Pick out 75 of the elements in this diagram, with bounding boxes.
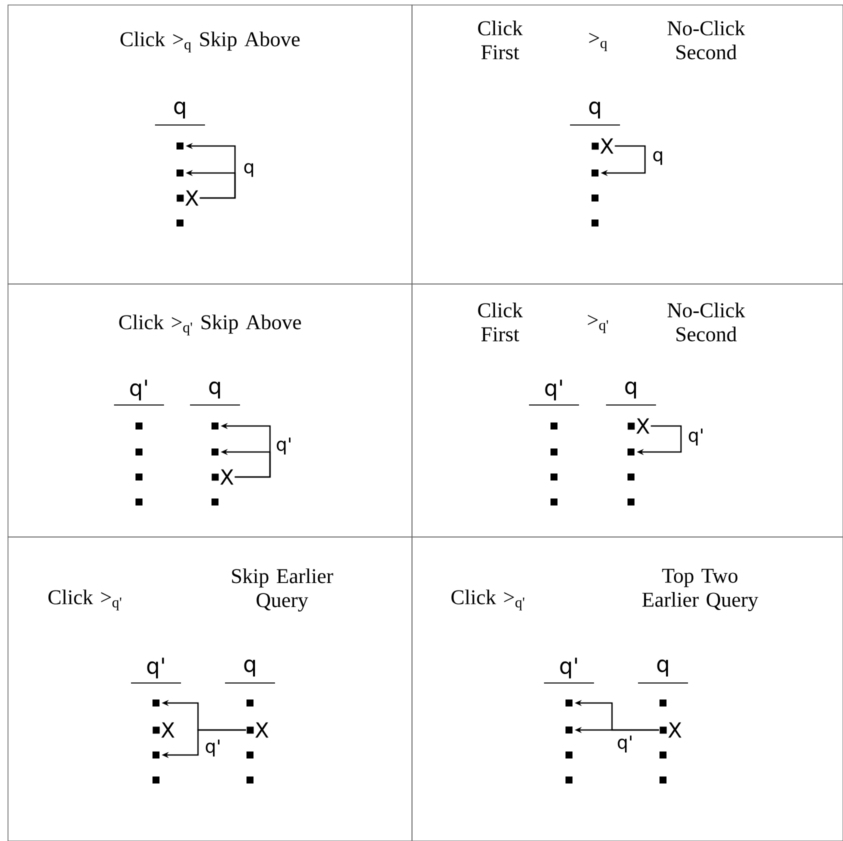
node-label: X <box>600 138 614 154</box>
cell-heading: Click First <box>478 20 523 60</box>
edge-label: q <box>651 150 665 166</box>
node-label: X <box>668 722 682 738</box>
result-marker <box>592 194 598 202</box>
result-marker <box>550 448 558 456</box>
result-marker <box>246 752 254 758</box>
result-marker <box>246 776 254 784</box>
result-marker <box>566 776 572 784</box>
node-label: X <box>255 722 268 738</box>
result-marker <box>246 700 254 706</box>
column-header: q <box>224 660 276 684</box>
edge-label: q' <box>616 734 634 754</box>
column-header: q <box>638 660 688 684</box>
result-marker <box>660 752 666 758</box>
edge-label: q' <box>274 436 294 456</box>
column-header: q' <box>130 658 182 684</box>
result-marker <box>212 448 218 456</box>
column-header: q <box>606 382 656 406</box>
cell-heading: Click >$_{q'}$ Skip Above <box>119 314 301 336</box>
node-label: X <box>636 418 650 434</box>
result-marker <box>212 498 218 506</box>
cell-heading: >$_{q'}$ <box>588 314 608 334</box>
result-marker <box>212 422 218 430</box>
result-marker <box>628 498 634 506</box>
clicked-result: X <box>592 138 614 154</box>
cell-heading: Click >$_{q'}$ <box>451 590 524 610</box>
clicked-result: X <box>660 722 682 738</box>
cell-heading: Click >$_{q}$ Skip Above <box>120 32 300 52</box>
edge-label: q' <box>204 738 222 758</box>
clicked-result: X <box>176 190 198 206</box>
result-marker <box>566 726 572 734</box>
column-header: q' <box>544 658 594 684</box>
clicked-result: X <box>152 722 174 738</box>
clicked-result: X <box>246 722 268 738</box>
result-marker <box>628 448 634 456</box>
result-marker <box>136 448 142 456</box>
cell-heading: No-Click Second <box>668 20 746 60</box>
result-marker <box>136 422 142 430</box>
cell-heading: Click >$_{q'}$ <box>48 590 122 610</box>
result-marker <box>566 700 572 706</box>
result-marker <box>176 220 184 226</box>
cell-heading: Click First <box>478 302 523 342</box>
result-marker <box>136 474 142 480</box>
node-label: X <box>185 190 198 206</box>
edge-label: q' <box>686 428 706 446</box>
result-marker <box>566 752 572 758</box>
result-marker <box>152 700 160 706</box>
column-header: q <box>570 102 620 126</box>
result-marker <box>176 142 184 150</box>
column-header: q <box>154 102 206 126</box>
node-label: X <box>220 469 234 485</box>
node-label: X <box>161 722 174 738</box>
result-marker <box>176 170 184 176</box>
result-marker <box>660 776 666 784</box>
edge-label: q <box>242 162 256 178</box>
cell-heading: >$_{q}$ <box>589 32 608 52</box>
cell-heading: Skip Earlier Query <box>232 568 334 612</box>
result-marker <box>592 170 598 176</box>
result-marker <box>628 474 634 480</box>
result-marker <box>660 700 666 706</box>
result-marker <box>136 498 142 506</box>
result-marker <box>592 220 598 226</box>
cell-heading: Top Two Earlier Query <box>642 568 758 612</box>
column-header: q' <box>528 380 580 406</box>
result-marker <box>152 776 160 784</box>
result-marker <box>550 498 558 506</box>
result-marker <box>550 474 558 480</box>
column-header: q <box>190 382 240 406</box>
clicked-result: X <box>212 469 234 485</box>
cell-heading: No-Click Second <box>668 302 746 342</box>
column-header: q' <box>114 380 164 406</box>
clicked-result: X <box>628 418 650 434</box>
result-marker <box>152 752 160 758</box>
result-marker <box>550 422 558 430</box>
